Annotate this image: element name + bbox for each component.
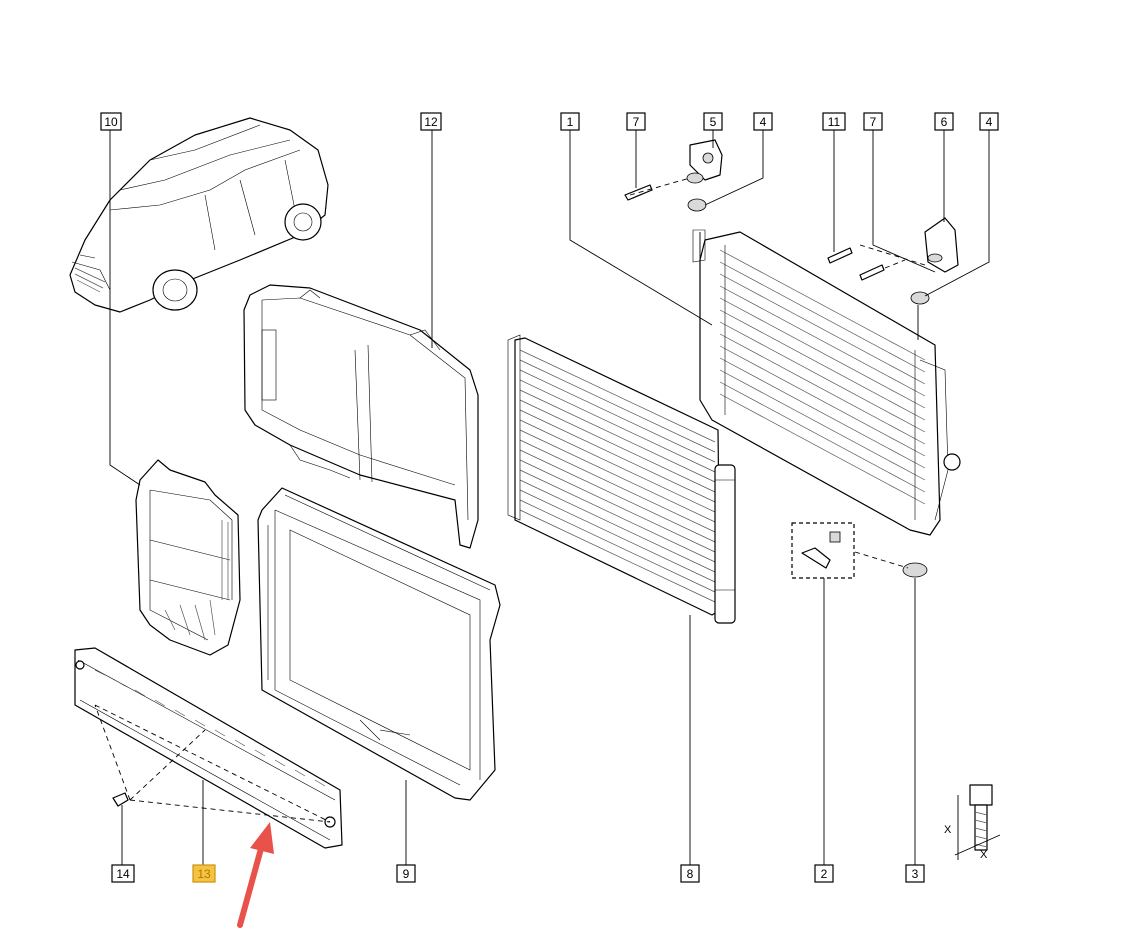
part-10-deflector bbox=[135, 459, 241, 656]
svg-text:14: 14 bbox=[116, 867, 130, 881]
svg-text:9: 9 bbox=[403, 867, 410, 881]
svg-text:13: 13 bbox=[197, 867, 211, 881]
callout-6: 6 bbox=[934, 112, 954, 131]
callout-10: 10 bbox=[100, 112, 122, 131]
callout-5: 5 bbox=[703, 112, 723, 131]
svg-text:6: 6 bbox=[941, 115, 948, 129]
callout-8: 8 bbox=[680, 864, 700, 883]
callout-14: 14 bbox=[111, 864, 135, 883]
svg-text:12: 12 bbox=[424, 115, 438, 129]
torque-label-b: X bbox=[980, 849, 988, 861]
part-8-condenser bbox=[507, 334, 736, 624]
svg-text:10: 10 bbox=[104, 115, 118, 129]
svg-text:4: 4 bbox=[760, 115, 767, 129]
leader-lines bbox=[94, 130, 990, 865]
svg-text:5: 5 bbox=[710, 115, 717, 129]
svg-text:7: 7 bbox=[870, 115, 877, 129]
svg-text:7: 7 bbox=[633, 115, 640, 129]
svg-text:4: 4 bbox=[986, 115, 993, 129]
part-1-radiator bbox=[692, 229, 961, 536]
pointer-arrow-icon bbox=[237, 822, 274, 928]
callout-7a: 7 bbox=[626, 112, 646, 131]
svg-text:3: 3 bbox=[912, 867, 919, 881]
callout-4b: 4 bbox=[979, 112, 999, 131]
svg-text:8: 8 bbox=[687, 867, 694, 881]
callout-1: 1 bbox=[560, 112, 580, 131]
part-12-upper-shroud bbox=[243, 284, 479, 549]
vehicle-illustration bbox=[69, 117, 329, 313]
callout-11: 11 bbox=[822, 112, 846, 131]
svg-text:2: 2 bbox=[821, 867, 828, 881]
callout-9: 9 bbox=[396, 864, 416, 883]
callout-13: 13 bbox=[192, 864, 216, 883]
part-9-frame bbox=[257, 487, 501, 801]
callout-3: 3 bbox=[905, 864, 925, 883]
torque-label-a: X bbox=[944, 824, 952, 836]
part-13-lower-support bbox=[74, 647, 343, 849]
svg-text:11: 11 bbox=[828, 115, 841, 129]
callout-4a: 4 bbox=[753, 112, 773, 131]
callout-12: 12 bbox=[420, 112, 442, 131]
callout-2: 2 bbox=[814, 864, 834, 883]
hardware-parts bbox=[112, 139, 1001, 860]
svg-text:1: 1 bbox=[567, 115, 574, 129]
callout-7b: 7 bbox=[863, 112, 883, 131]
